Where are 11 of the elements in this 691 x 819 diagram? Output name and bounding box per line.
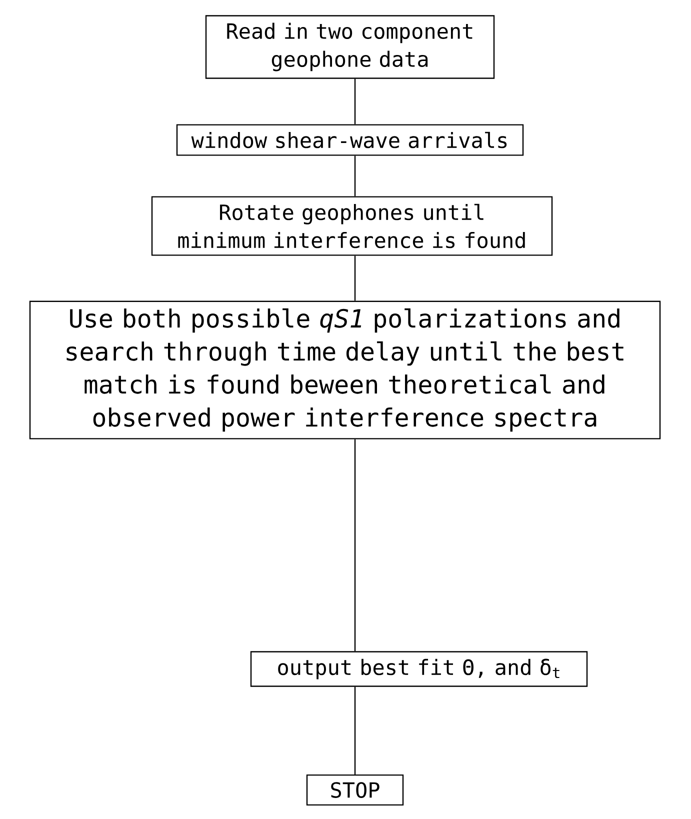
process-box: output best fit Θ, and δ$_{t}$: [250, 651, 588, 687]
process-box: Read in two component geophone data: [205, 15, 495, 79]
process-box: STOP: [306, 774, 404, 806]
connector-line: [354, 439, 356, 652]
process-box: Rotate geophones until minimum interference is found: [151, 196, 553, 256]
connector-line: [354, 156, 356, 196]
process-box: window shear-wave arrivals: [176, 124, 524, 156]
connector-line: [354, 78, 356, 124]
connector-line: [354, 256, 356, 301]
process-box: Use both possible qS1 polarizations and search through time delay until the best match is found beween theoretical and observed power interference spectra: [29, 300, 661, 440]
connector-line: [354, 686, 356, 774]
